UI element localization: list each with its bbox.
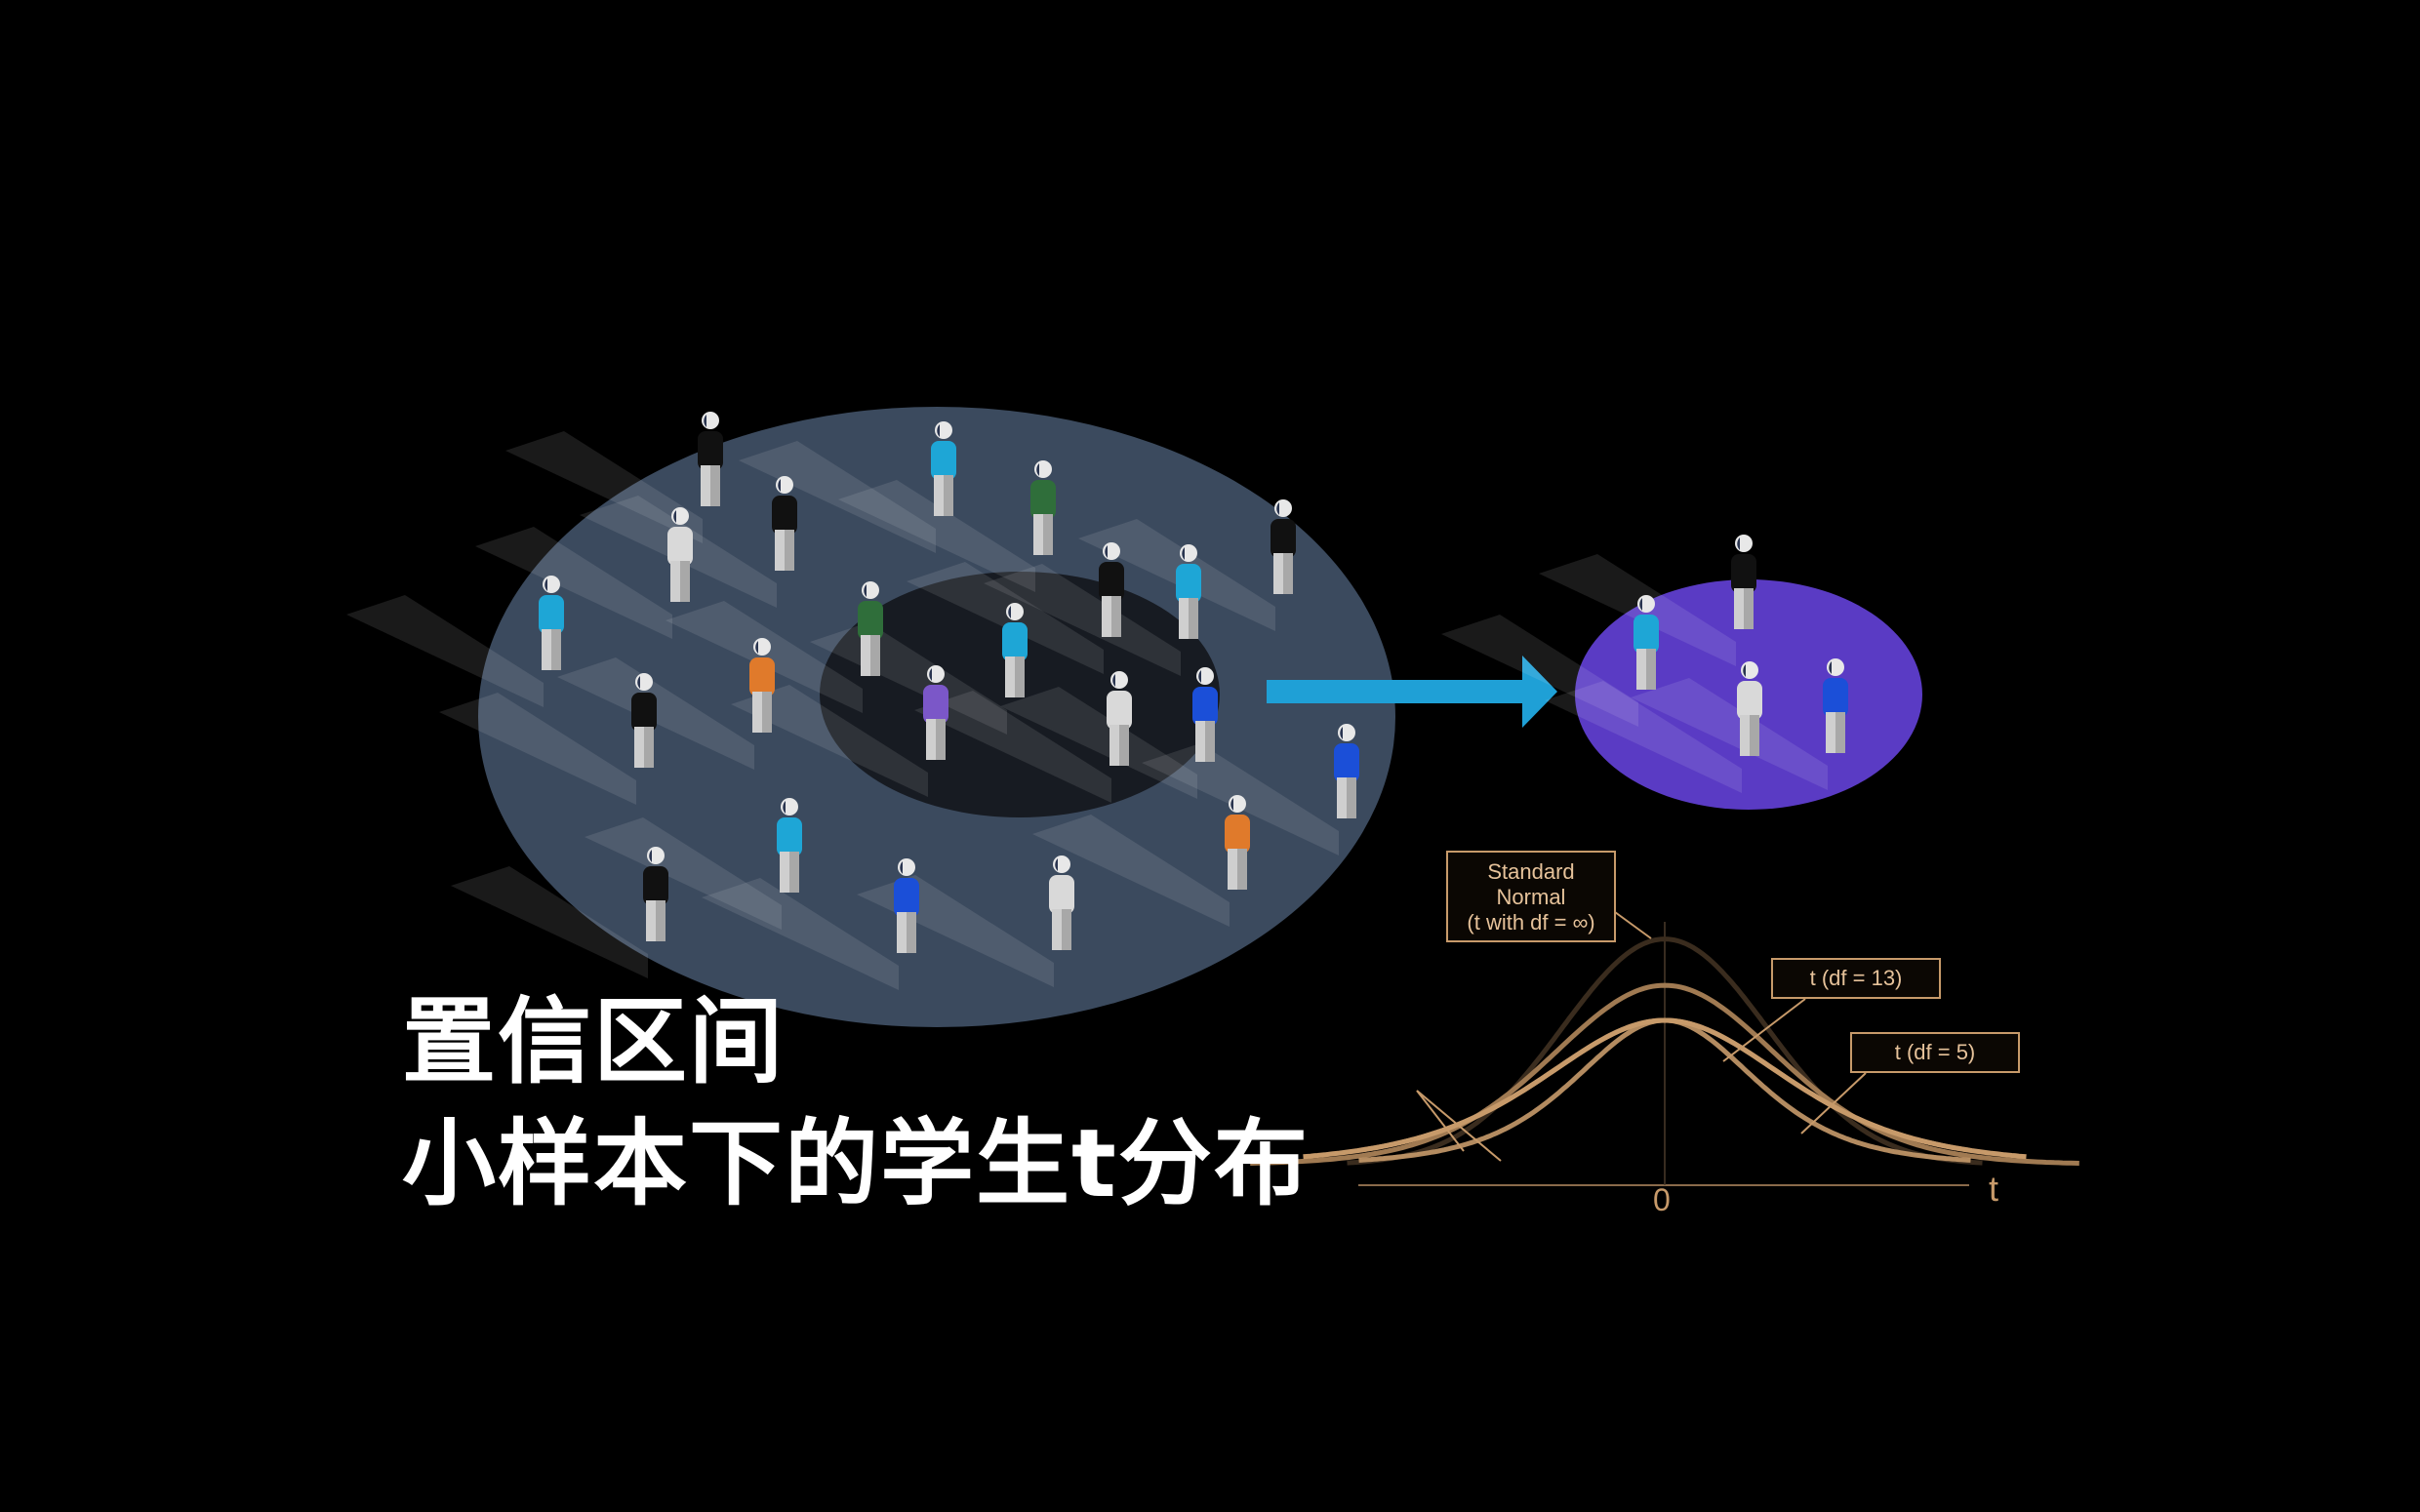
t-distribution-chart bbox=[1250, 911, 2079, 1186]
pointer-line bbox=[1416, 1090, 1465, 1152]
person-icon bbox=[894, 858, 919, 953]
person-icon bbox=[1030, 460, 1056, 555]
standard-normal-label-line1: Standard bbox=[1487, 859, 1575, 884]
light-streak bbox=[810, 622, 1007, 735]
pointer-line bbox=[1800, 1072, 1867, 1134]
light-streak bbox=[505, 431, 703, 543]
t-df13-curve bbox=[1250, 982, 2079, 1166]
t-df13-label: t (df = 13) bbox=[1771, 958, 1941, 999]
person-icon bbox=[1737, 661, 1762, 756]
light-streak bbox=[1631, 678, 1828, 790]
person-icon bbox=[1099, 542, 1124, 637]
light-streak bbox=[1441, 615, 1638, 727]
light-streak bbox=[702, 878, 899, 990]
light-streak bbox=[739, 441, 936, 553]
t-df5-label: t (df = 5) bbox=[1850, 1032, 2020, 1073]
person-icon bbox=[1823, 658, 1848, 753]
standard-normal-label-line3: (t with df = ∞) bbox=[1467, 910, 1595, 935]
person-icon bbox=[1731, 535, 1756, 629]
person-icon bbox=[643, 847, 668, 941]
sample-light-streaks bbox=[1441, 554, 1828, 793]
light-streak bbox=[439, 693, 636, 805]
light-streak bbox=[914, 691, 1111, 803]
pointer-line bbox=[1614, 911, 1652, 939]
standard-normal-label-line2: Normal bbox=[1496, 885, 1566, 909]
person-icon bbox=[1107, 671, 1132, 766]
person-icon bbox=[931, 421, 956, 516]
right-arrow-icon bbox=[1267, 656, 1557, 728]
light-streak bbox=[1545, 681, 1742, 793]
person-icon bbox=[1634, 595, 1659, 690]
person-icon bbox=[631, 673, 657, 768]
pointer-line bbox=[1416, 1090, 1502, 1162]
x-tick-zero: 0 bbox=[1653, 1182, 1671, 1217]
title-line-1: 置信区间 bbox=[402, 987, 785, 1096]
person-icon bbox=[1192, 667, 1218, 762]
person-icon bbox=[772, 476, 797, 571]
light-streak bbox=[731, 685, 928, 797]
person-icon bbox=[1334, 724, 1359, 818]
x-axis-variable: t bbox=[1989, 1169, 1999, 1209]
light-streak bbox=[907, 562, 1104, 674]
person-icon bbox=[777, 798, 802, 893]
light-streak bbox=[666, 601, 863, 713]
light-streak bbox=[585, 817, 782, 930]
person-icon bbox=[539, 576, 564, 670]
person-icon bbox=[698, 412, 723, 506]
light-streak bbox=[346, 595, 544, 707]
person-icon bbox=[1002, 603, 1028, 697]
pointer-line bbox=[1722, 998, 1806, 1062]
person-icon bbox=[1225, 795, 1250, 890]
person-icon bbox=[1176, 544, 1201, 639]
person-icon bbox=[923, 665, 948, 760]
sample-people bbox=[1634, 535, 1848, 756]
population-people bbox=[539, 412, 1359, 953]
standard-normal-label: Standard Normal (t with df = ∞) bbox=[1446, 851, 1616, 942]
light-streak bbox=[1539, 554, 1736, 666]
title-line-2: 小样本下的学生t分布 bbox=[402, 1109, 1310, 1218]
person-icon bbox=[667, 507, 693, 602]
light-streak bbox=[1000, 687, 1197, 799]
person-icon bbox=[1270, 499, 1296, 594]
light-streak bbox=[838, 480, 1035, 592]
light-streak bbox=[984, 564, 1181, 676]
light-streaks bbox=[346, 431, 1339, 990]
person-icon bbox=[1049, 855, 1074, 950]
light-streak bbox=[1032, 815, 1230, 927]
light-streak bbox=[475, 527, 672, 639]
light-streak bbox=[451, 866, 648, 978]
person-icon bbox=[858, 581, 883, 676]
person-icon bbox=[749, 638, 775, 733]
